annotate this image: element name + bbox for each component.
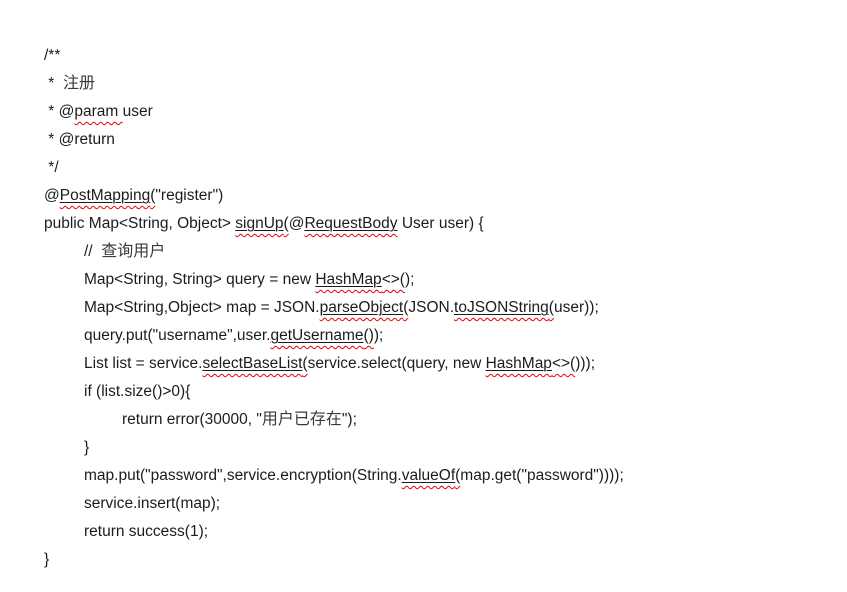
misspelled-underlined-token: toJSONString( (454, 299, 554, 316)
code-line: query.put("username",user.getUsername())… (44, 322, 847, 350)
misspelled-underlined-token: HashMap<>( (485, 355, 576, 372)
underlined-word: parseObject (319, 299, 404, 316)
code-text: List list = service. (84, 355, 203, 372)
code-text: return success(1); (84, 523, 209, 540)
code-line: } (44, 434, 847, 462)
underlined-word: valueOf (401, 467, 456, 484)
code-text: * @ (44, 103, 75, 120)
code-text: if (list.size()>0){ (84, 383, 191, 400)
code-line: // 查询用户 (44, 238, 847, 266)
code-line: return error(30000, "用户已存在"); (44, 406, 847, 434)
code-text: Map<String, String> query = new (84, 271, 316, 288)
code-text: map.put("password",service.encryption(St… (84, 467, 402, 484)
chinese-text: 用户已存在 (261, 411, 342, 428)
chinese-text: 查询用户 (101, 243, 166, 260)
code-text: service.insert(map); (84, 495, 221, 512)
code-line: service.insert(map); (44, 490, 847, 518)
underlined-word: RequestBody (304, 215, 398, 232)
code-text: } (84, 439, 90, 456)
code-line: * @return (44, 126, 847, 154)
code-text: service.select(query, new (307, 355, 486, 372)
underlined-word: getUsername (270, 327, 364, 344)
code-lines-container: /** * 注册 * @param user * @return */@Post… (44, 42, 847, 574)
code-line: * @param user (44, 98, 847, 126)
misspelled-word: param (74, 103, 123, 120)
code-text: map.get("password")))); (460, 467, 624, 484)
underlined-word: toJSONString (454, 299, 549, 316)
code-text: user (122, 103, 153, 120)
code-text: User user) { (397, 215, 484, 232)
code-text: "); (341, 411, 357, 428)
code-line: @PostMapping("register") (44, 182, 847, 210)
misspelled-underlined-token: signUp( (235, 215, 289, 232)
misspelled-underlined-token: valueOf( (401, 467, 461, 484)
code-text: } (44, 551, 50, 568)
code-text: */ (44, 159, 59, 176)
code-line: List list = service.selectBaseList(servi… (44, 350, 847, 378)
code-text: ); (404, 271, 415, 288)
misspelled-underlined-token: selectBaseList( (202, 355, 308, 372)
misspelled-underlined-token: HashMap<>( (315, 271, 405, 288)
code-text: ))); (575, 355, 595, 372)
code-line: map.put("password",service.encryption(St… (44, 462, 847, 490)
code-line: Map<String, String> query = new HashMap<… (44, 266, 847, 294)
code-document: /** * 注册 * @param user * @return */@Post… (44, 47, 624, 568)
code-text: "register") (155, 187, 224, 204)
code-text: // (84, 243, 102, 260)
code-line: /** (44, 42, 847, 70)
code-line: } (44, 546, 847, 574)
underlined-word: signUp (235, 215, 284, 232)
code-line: return success(1); (44, 518, 847, 546)
code-line: Map<String,Object> map = JSON.parseObjec… (44, 294, 847, 322)
code-text: /** (44, 47, 61, 64)
code-text: @ (44, 187, 60, 204)
code-text: query.put("username",user. (84, 327, 271, 344)
underlined-word: PostMapping (59, 187, 151, 204)
code-line: * 注册 (44, 70, 847, 98)
misspelled-underlined-token: parseObject( (319, 299, 409, 316)
underlined-word: HashMap (485, 355, 552, 372)
code-line: public Map<String, Object> signUp(@Reque… (44, 210, 847, 238)
code-text: * (44, 75, 63, 92)
code-text: return error(30000, " (122, 411, 262, 428)
underlined-word: HashMap (315, 271, 382, 288)
code-text: * @return (44, 131, 115, 148)
code-text: JSON. (408, 299, 455, 316)
code-line: if (list.size()>0){ (44, 378, 847, 406)
misspelled-underlined-token: PostMapping( (59, 187, 156, 204)
underlined-word: selectBaseList (202, 355, 303, 372)
code-text: user)); (553, 299, 599, 316)
misspelled-underlined-token: getUsername() (270, 327, 374, 344)
misspelled-underlined-token: RequestBody (304, 215, 397, 232)
code-text: public Map<String, Object> (44, 215, 236, 232)
code-text: @ (288, 215, 305, 232)
code-line: */ (44, 154, 847, 182)
code-text: ); (373, 327, 384, 344)
chinese-text: 注册 (62, 75, 95, 92)
code-text: Map<String,Object> map = JSON. (84, 299, 320, 316)
